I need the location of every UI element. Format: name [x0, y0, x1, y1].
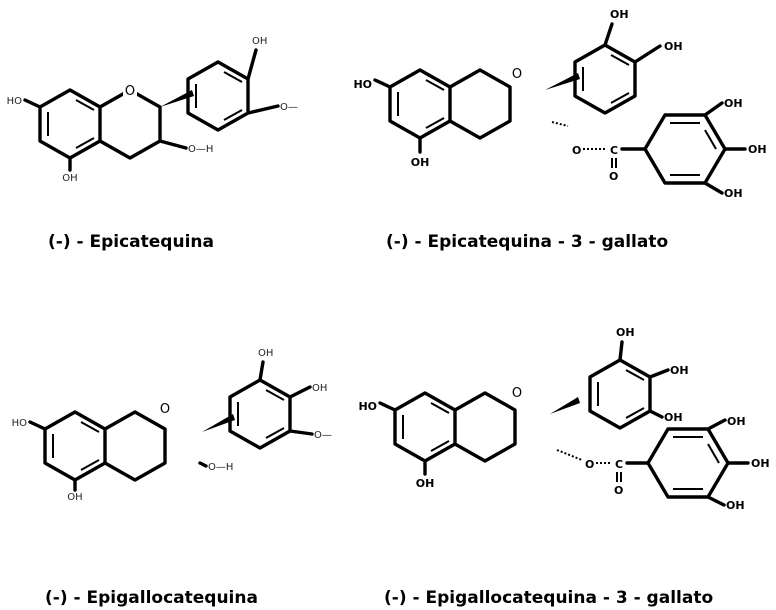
hydroxyl-label: OH: [616, 326, 635, 339]
caption-epicatechin-gallate: (-) - Epicatequina - 3 - gallato: [386, 232, 668, 252]
hydroxyl-label: OH: [258, 348, 273, 359]
molecule-epigallocatechin: O HO OH O—H OH OH O—: [12, 348, 332, 503]
hydroxyl-label: O—: [314, 430, 332, 441]
caption-epicatechin: (-) - Epicatequina: [48, 232, 214, 252]
hydroxyl-label: O—H: [188, 144, 213, 155]
ester-oxygen-label: O: [572, 144, 581, 157]
hydroxyl-label: OH: [724, 187, 743, 200]
molecule-epicatechin-gallate: O HO OH OH OH O C O OH OH OH: [353, 8, 766, 200]
ring-oxygen-label: O: [160, 402, 170, 417]
carbonyl-carbon-label: C: [610, 144, 618, 157]
hydroxyl-label: HO: [12, 418, 28, 429]
carbonyl-oxygen-label: O: [609, 170, 618, 183]
carbonyl-oxygen-label: O: [614, 484, 623, 497]
hydroxyl-label: OH: [724, 97, 743, 110]
hydroxyl-label: OH: [748, 143, 767, 156]
ring-oxygen-label: O: [125, 84, 135, 99]
hydroxyl-label: OH: [727, 415, 746, 428]
ring-oxygen-label: O: [512, 386, 522, 401]
ring-oxygen-label: O: [512, 67, 522, 82]
hydroxyl-label: OH: [664, 411, 683, 424]
molecule-epigallocatechin-gallate: O HO OH OH OH OH O C O OH OH OH: [358, 326, 769, 512]
hydroxyl-label: OH: [670, 364, 689, 377]
hydroxyl-label: HO: [353, 78, 372, 91]
hydroxyl-label: OH: [751, 457, 770, 470]
hydroxyl-label: OH: [610, 8, 629, 21]
hydroxyl-label: HO: [358, 400, 377, 413]
hydroxyl-label: OH: [252, 36, 267, 47]
hydroxyl-label: HO: [7, 96, 23, 107]
hydroxyl-label: OH: [726, 499, 745, 512]
hydroxyl-label: OH: [62, 173, 77, 184]
hydroxyl-label: O—: [280, 102, 298, 113]
hydroxyl-label: OH: [664, 40, 683, 53]
hydroxyl-label: OH: [411, 156, 430, 169]
carbonyl-carbon-label: C: [615, 458, 623, 471]
ester-oxygen-label: O: [585, 458, 594, 471]
hydroxyl-label: OH: [416, 477, 435, 490]
molecule-epicatechin: O HO OH O—H OH O—: [7, 36, 298, 184]
hydroxyl-label: OH: [312, 383, 327, 394]
hydroxyl-label: OH: [67, 492, 82, 503]
caption-epigallocatechin: (-) - Epigallocatequina: [45, 588, 258, 608]
hydroxyl-label: O—H: [208, 462, 233, 473]
caption-epigallocatechin-gallate: (-) - Epigallocatequina - 3 - gallato: [384, 588, 713, 608]
